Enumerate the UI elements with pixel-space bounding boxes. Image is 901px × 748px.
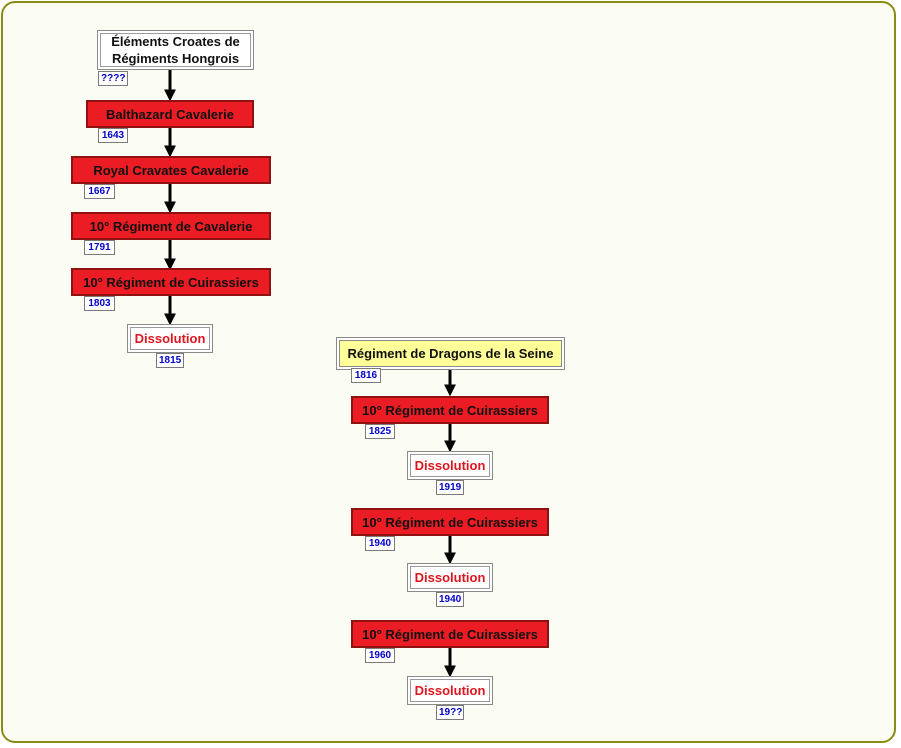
year-badge: 1940 (365, 536, 395, 551)
node-dissolution-1815: Dissolution (127, 324, 213, 353)
node-dissolution-1940: Dissolution (407, 563, 493, 592)
node-label: Dissolution (134, 331, 206, 346)
node-label: Royal Cravates Cavalerie (93, 162, 249, 178)
node-label: Dissolution (414, 570, 486, 585)
year-badge: 1815 (156, 353, 184, 368)
node-balthazard-cavalerie: Balthazard Cavalerie (86, 100, 254, 128)
node-10e-cuirassiers-1825: 10° Régiment de Cuirassiers (351, 396, 549, 424)
year-badge: ???? (98, 71, 128, 86)
year-badge: 1816 (351, 368, 381, 383)
node-label: Éléments Croates de Régiments Hongrois (111, 34, 240, 66)
node-croatian-elements: Éléments Croates de Régiments Hongrois (97, 30, 254, 70)
node-label: 10° Régiment de Cuirassiers (362, 514, 538, 530)
node-10e-cuirassiers-1960: 10° Régiment de Cuirassiers (351, 620, 549, 648)
node-label: Dissolution (414, 683, 486, 698)
year-badge: 1643 (98, 128, 128, 143)
node-label: Régiment de Dragons de la Seine (347, 346, 554, 361)
year-badge: 1919 (436, 480, 464, 495)
year-badge: 1825 (365, 424, 395, 439)
year-badge: 1667 (84, 184, 115, 199)
year-badge: 19?? (436, 705, 464, 720)
node-label: Dissolution (414, 458, 486, 473)
node-10e-cuirassiers-1803: 10° Régiment de Cuirassiers (71, 268, 271, 296)
node-dragons-de-la-seine: Régiment de Dragons de la Seine (339, 340, 562, 367)
year-badge: 1791 (84, 240, 115, 255)
node-label: 10° Régiment de Cuirassiers (362, 626, 538, 642)
node-label: 10° Régiment de Cuirassiers (362, 402, 538, 418)
node-royal-cravates: Royal Cravates Cavalerie (71, 156, 271, 184)
node-dissolution-1919: Dissolution (407, 451, 493, 480)
node-label: Balthazard Cavalerie (106, 106, 234, 122)
node-10e-cavalerie: 10° Régiment de Cavalerie (71, 212, 271, 240)
year-badge: 1960 (365, 648, 395, 663)
year-badge: 1803 (84, 296, 115, 311)
node-label: 10° Régiment de Cuirassiers (83, 274, 259, 290)
node-10e-cuirassiers-1940: 10° Régiment de Cuirassiers (351, 508, 549, 536)
node-dissolution-19xx: Dissolution (407, 676, 493, 705)
year-badge: 1940 (436, 592, 464, 607)
node-label: 10° Régiment de Cavalerie (89, 218, 253, 234)
